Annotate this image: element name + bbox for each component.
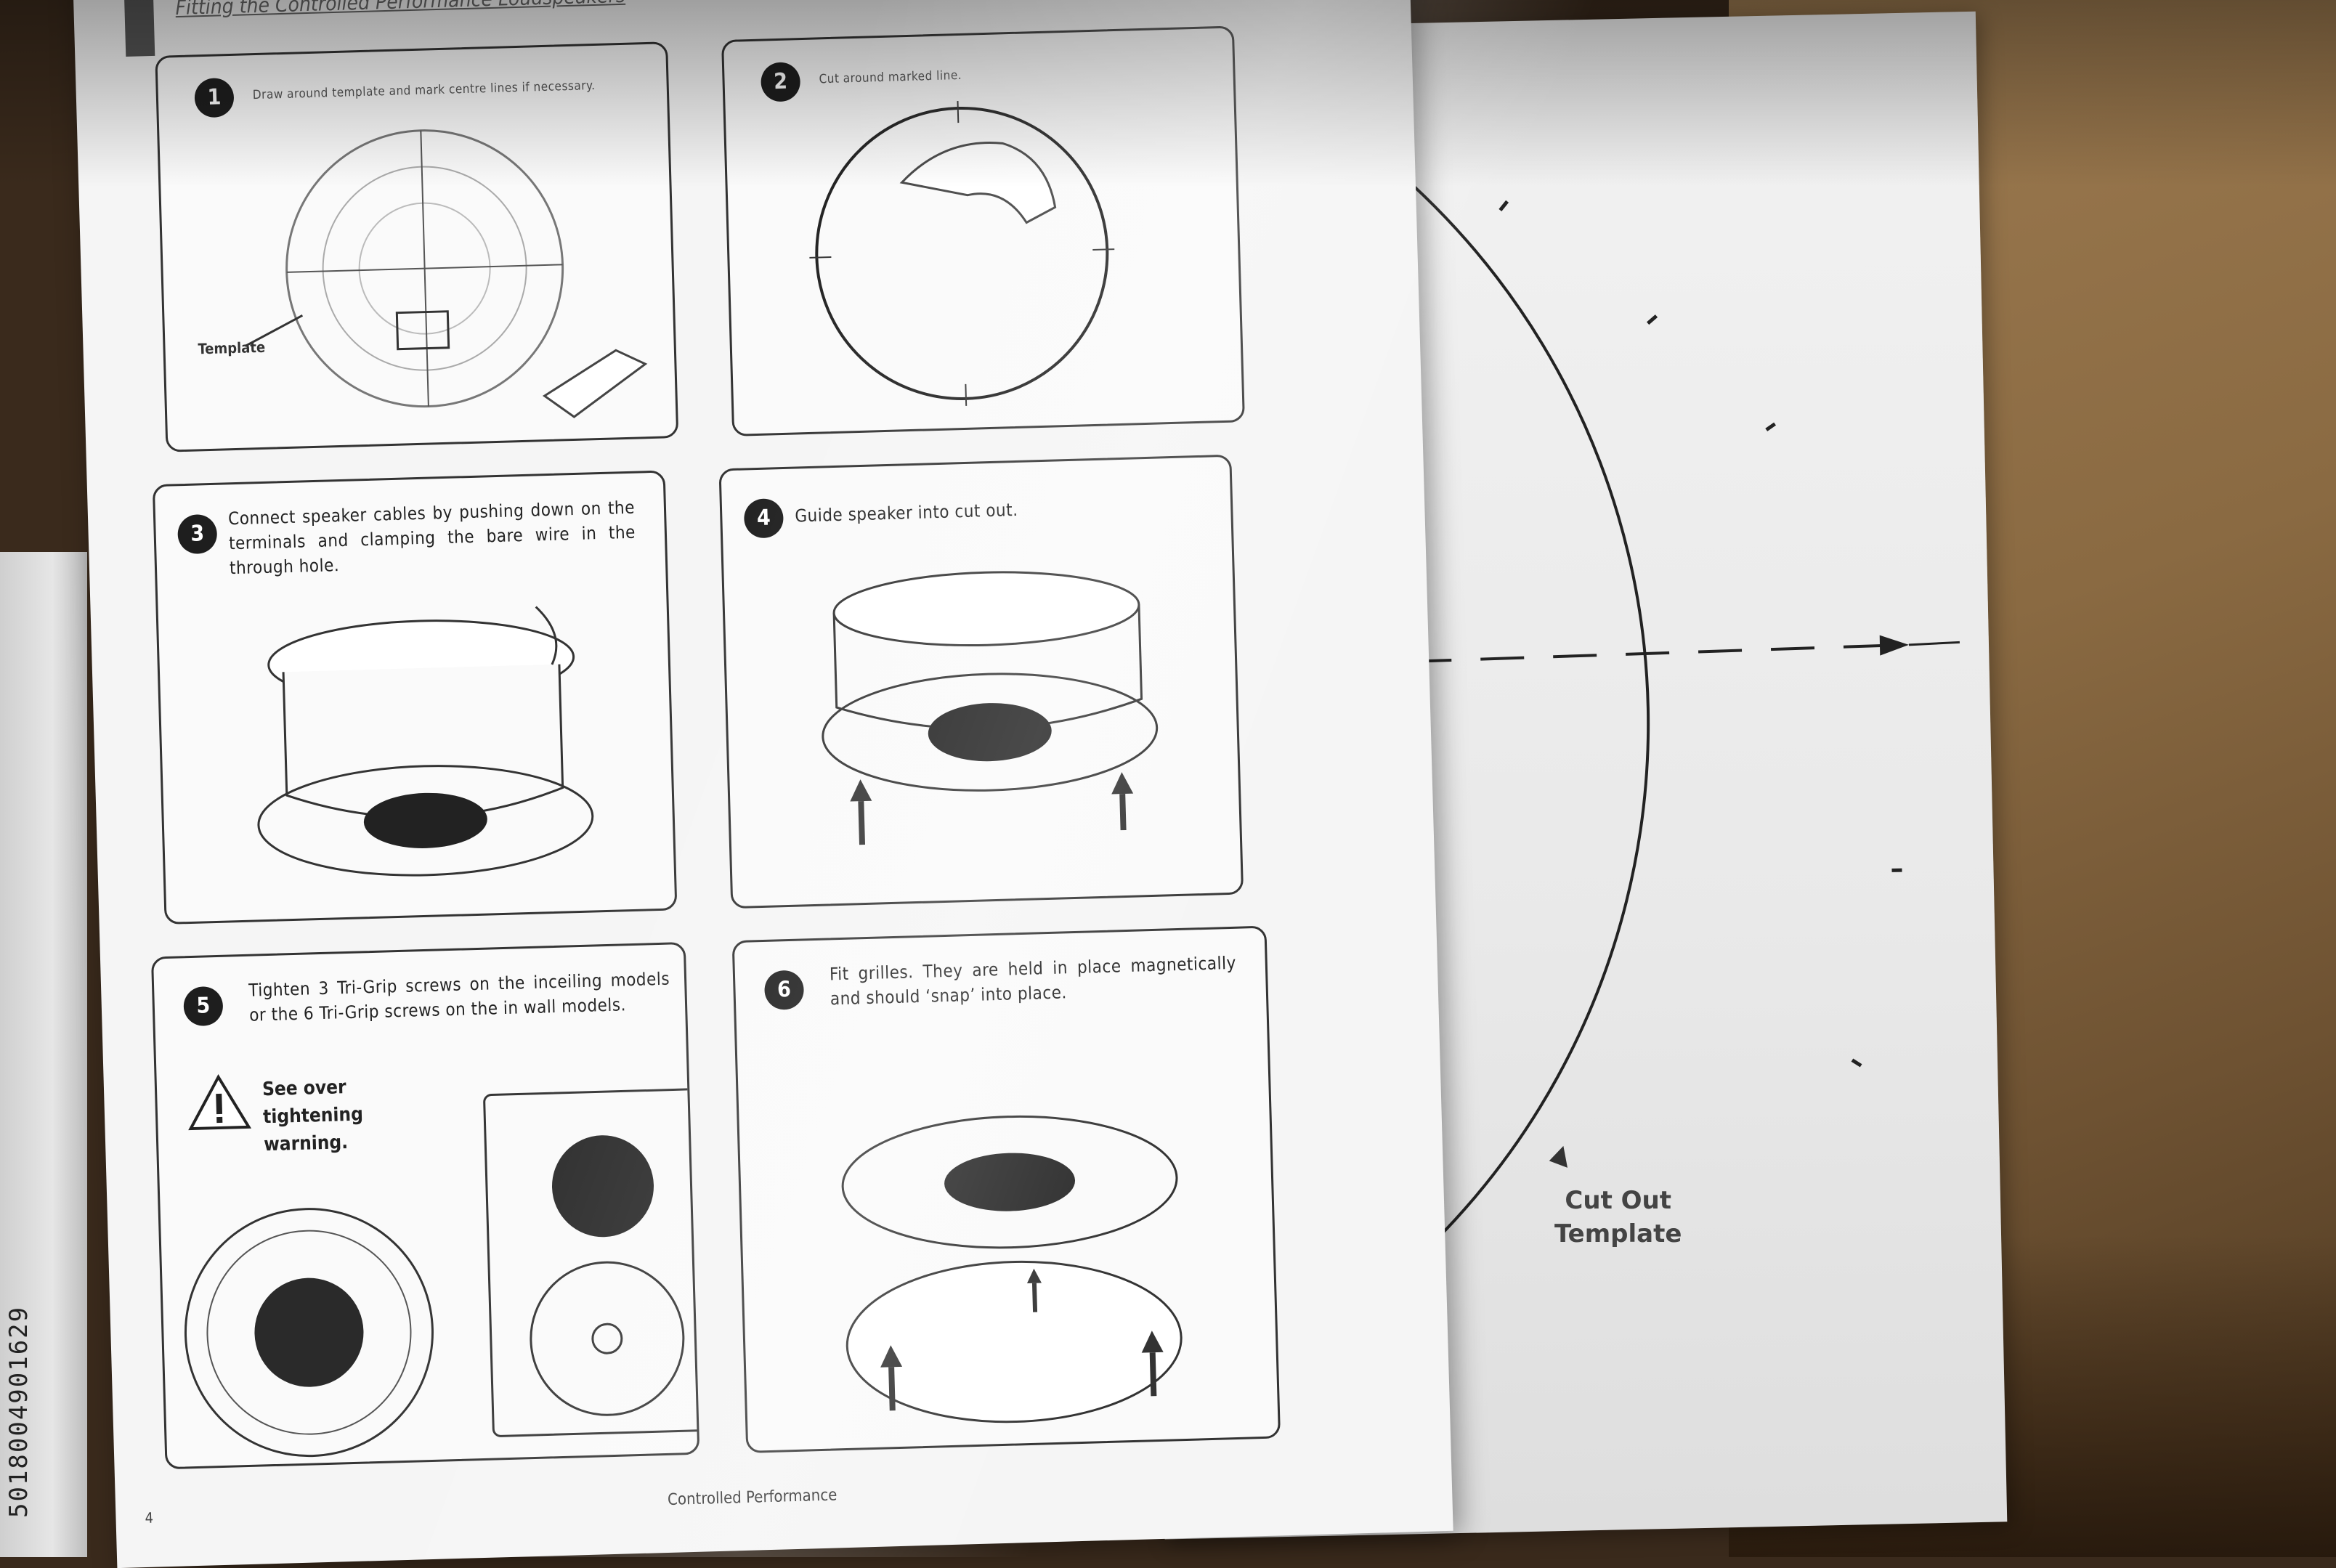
- step-4-illustration: [721, 457, 1241, 906]
- manual-title: Fitting the Controlled Performance Louds…: [175, 0, 625, 20]
- step-6-illustration: [734, 928, 1278, 1451]
- step-2-illustration: [723, 28, 1243, 434]
- step-1-template-label: Template: [198, 338, 265, 358]
- center-arrow: [1880, 635, 1910, 656]
- step-1-panel: 1 Draw around template and mark centre l…: [155, 41, 678, 452]
- center-line-extension: [1909, 642, 1960, 644]
- cutout-label-line1: Cut Out: [1554, 1184, 1682, 1217]
- step-2-panel: 2 Cut around marked line.: [721, 25, 1245, 436]
- speaker-driver: [944, 1151, 1076, 1213]
- instruction-manual-page: Fitting the Controlled Performance Louds…: [73, 0, 1453, 1568]
- hand-pencil-icon: [543, 349, 646, 418]
- sidebar-tab: [123, 0, 155, 57]
- step-5-panel: 5 Tighten 3 Tri-Grip screws on the incei…: [151, 942, 699, 1469]
- step-5-illustration: [153, 944, 697, 1467]
- cutout-label-line2: Template: [1554, 1217, 1682, 1251]
- step-3-panel: 3 Connect speaker cables by pushing down…: [153, 470, 678, 924]
- hand-saw-icon: [901, 141, 1055, 226]
- inwall-tweeter: [551, 1134, 655, 1238]
- cutout-template-label: Cut Out Template: [1554, 1184, 1682, 1251]
- barcode-text: 5018004901629: [4, 1306, 33, 1518]
- step-4-panel: 4 Guide speaker into cut out.: [718, 455, 1244, 909]
- inceiling-driver: [253, 1277, 365, 1389]
- manual-footer: Controlled Performance: [668, 1486, 838, 1509]
- page-number: 4: [145, 1509, 153, 1527]
- box-label-strip: 5018004901629: [0, 552, 87, 1557]
- template-tick-marks: [1500, 193, 1906, 1073]
- step-6-panel: 6 Fit grilles. They are held in place ma…: [732, 926, 1281, 1453]
- grille: [845, 1257, 1183, 1426]
- cutout-pointer: [1549, 1146, 1568, 1169]
- step-1-illustration: [157, 44, 676, 450]
- inwall-woofer: [529, 1260, 686, 1417]
- step-3-illustration: [155, 473, 675, 922]
